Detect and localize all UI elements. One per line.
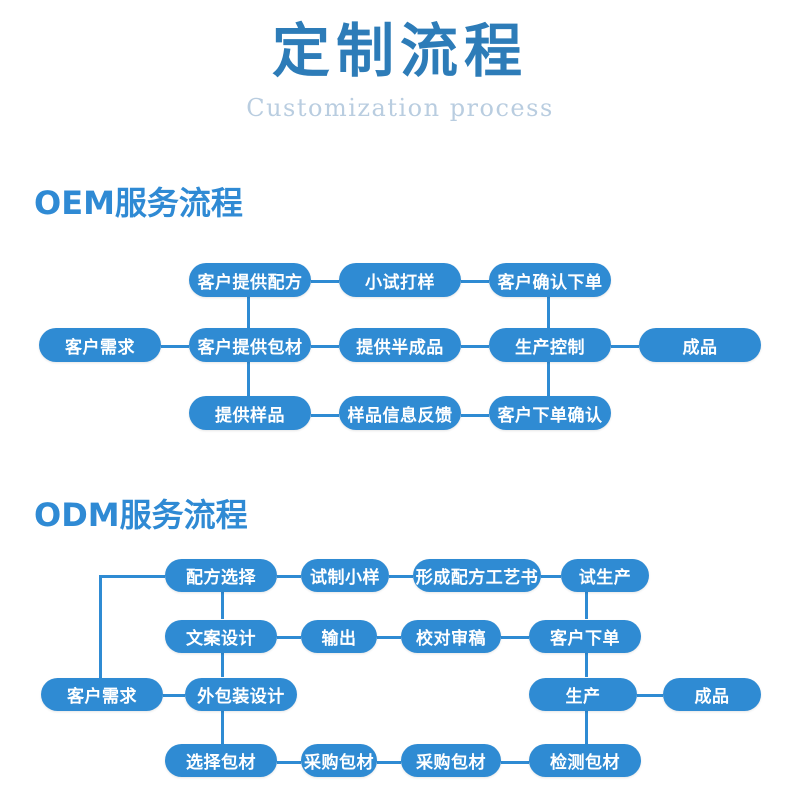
odm-connector-v-right-r3-r4 [585,711,588,744]
page-title: 定制流程 [271,17,528,85]
odm-connector-h-r1-c1-c2 [277,575,301,578]
odm-node-output[interactable]: 输出 [301,620,377,653]
odm-connector-h-r4-c1-c2 [277,761,301,764]
odm-connector-h-r4-c3-c4 [501,761,529,764]
odm-node-proofreading-review[interactable]: 校对审稿 [401,620,501,653]
oem-node-trial-sample[interactable]: 小试打样 [339,263,461,297]
oem-connector-v-right-lower [547,362,550,396]
odm-connector-h-r2-c2-c3 [377,636,401,639]
oem-connector-h-r3-c2-c3 [461,414,489,417]
oem-connector-v-right-upper [547,296,550,328]
oem-connector-v-left-upper [247,296,250,328]
page-header: 定制流程 Customization process [0,0,800,122]
section-title-oem: OEM服务流程 [34,184,243,222]
odm-node-purchase-packaging-1[interactable]: 采购包材 [301,744,377,777]
oem-node-customer-provides-packaging[interactable]: 客户提供包材 [189,328,311,362]
odm-node-trial-production[interactable]: 试生产 [561,559,649,592]
odm-connector-h-r4-c2-c3 [377,761,401,764]
oem-connector-v-left-lower [247,362,250,396]
oem-node-customer-provides-formula[interactable]: 客户提供配方 [189,263,311,297]
odm-connector-h-r2-c3-c4 [501,636,529,639]
odm-connector-v-left-r3-r4 [221,711,224,744]
oem-connector-h-r1-c2-c3 [461,280,489,283]
oem-connector-h-r2-c2-c3 [311,345,339,348]
odm-node-inspect-packaging[interactable]: 检测包材 [529,744,641,777]
oem-node-customer-requirements[interactable]: 客户需求 [39,328,161,362]
odm-node-production[interactable]: 生产 [529,678,637,711]
odm-node-copywriting-design[interactable]: 文案设计 [165,620,277,653]
odm-connector-v-right-r2-r3 [585,653,588,677]
odm-connector-h-r1-c3-c4 [541,575,561,578]
oem-node-production-control[interactable]: 生产控制 [489,328,611,362]
section-title-odm: ODM服务流程 [34,496,248,534]
odm-connector-h-r3-c1-c2 [163,694,185,697]
odm-node-formula-selection[interactable]: 配方选择 [165,559,277,592]
odm-bracket-top-h [99,575,165,578]
odm-node-select-packaging[interactable]: 选择包材 [165,744,277,777]
oem-node-sample-feedback[interactable]: 样品信息反馈 [339,396,461,430]
odm-connector-h-r2-c1-c2 [277,636,301,639]
oem-node-provide-semi-finished[interactable]: 提供半成品 [339,328,461,362]
oem-connector-h-r2-c3-c4 [461,345,489,348]
odm-connector-h-r3-c3-c4 [637,694,663,697]
odm-bracket-v [99,575,102,694]
oem-connector-h-r1-c1-c2 [311,280,339,283]
page-subtitle: Customization process [246,94,554,122]
oem-node-finished-product[interactable]: 成品 [639,328,761,362]
odm-connector-h-r1-c2-c3 [389,575,413,578]
oem-connector-h-r3-c1-c2 [311,414,339,417]
oem-connector-h-r2-c1-c2 [161,345,189,348]
odm-node-form-formula-process-document[interactable]: 形成配方工艺书 [413,559,541,592]
odm-node-purchase-packaging-2[interactable]: 采购包材 [401,744,501,777]
oem-node-provide-sample[interactable]: 提供样品 [189,396,311,430]
oem-node-customer-confirms-order[interactable]: 客户确认下单 [489,263,611,297]
odm-node-outer-packaging-design[interactable]: 外包装设计 [185,678,297,711]
oem-node-customer-order-confirmation[interactable]: 客户下单确认 [489,396,611,430]
odm-node-finished-product[interactable]: 成品 [663,678,761,711]
odm-connector-v-right-r1-r2 [585,592,588,619]
odm-connector-v-left-r2-r3 [221,653,224,677]
odm-node-customer-places-order[interactable]: 客户下单 [529,620,641,653]
odm-connector-v-left-r1-r2 [221,592,224,619]
odm-node-customer-requirements[interactable]: 客户需求 [41,678,163,711]
odm-node-trial-small-sample[interactable]: 试制小样 [301,559,389,592]
oem-connector-h-r2-c4-c5 [611,345,639,348]
